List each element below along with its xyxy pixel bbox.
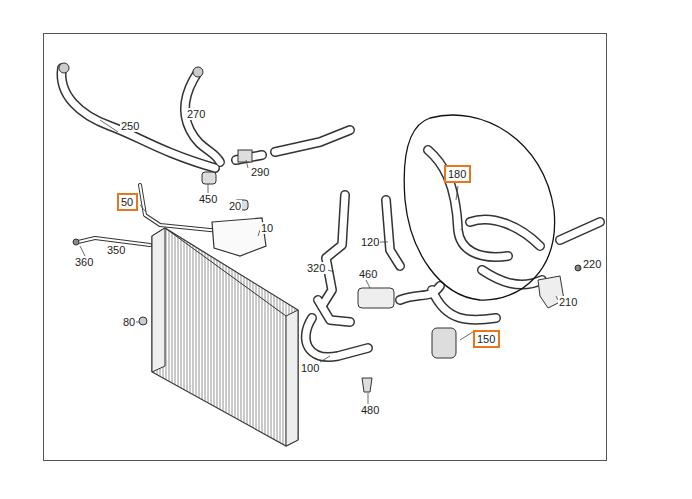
callout-number: 250 — [120, 120, 140, 132]
highlight-box: 150 — [473, 330, 500, 348]
callout-number: 100 — [300, 362, 320, 374]
callout-number: 120 — [360, 236, 380, 248]
callout-number: 180 — [448, 168, 467, 180]
callout-number: 150 — [477, 333, 496, 345]
callout-number: 10 — [260, 222, 274, 234]
callout-number: 270 — [186, 108, 206, 120]
callout-number: 450 — [198, 193, 218, 205]
callout-number: 460 — [358, 268, 378, 280]
callout-number: 350 — [106, 244, 126, 256]
callout-number: 50 — [121, 196, 134, 208]
callout-number: 210 — [558, 296, 578, 308]
callout-number: 320 — [306, 262, 326, 274]
callout-number: 290 — [250, 166, 270, 178]
callout-number: 80 — [122, 316, 136, 328]
highlight-box: 180 — [444, 165, 471, 183]
callout-number: 360 — [74, 256, 94, 268]
callout-number: 220 — [582, 258, 602, 270]
highlight-box: 50 — [117, 193, 138, 211]
callout-number: 20 — [228, 200, 242, 212]
callout-number: 480 — [360, 404, 380, 416]
